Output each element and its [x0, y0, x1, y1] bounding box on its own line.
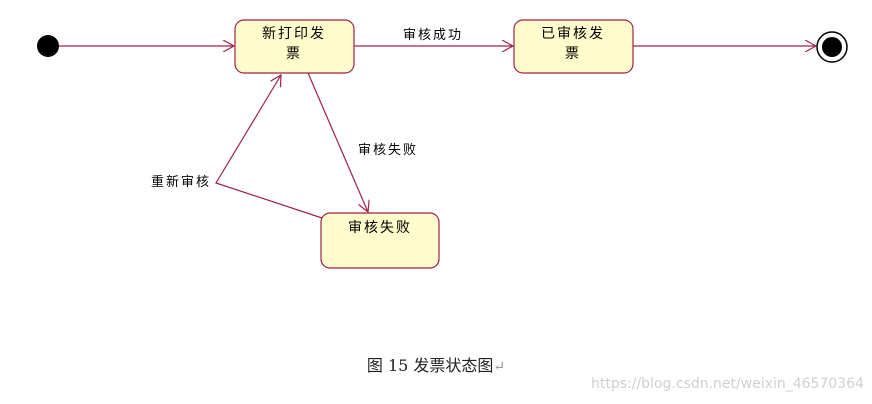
state-approved-line2: 票 — [565, 46, 581, 62]
caption-text: 图 15 发票状态图 — [366, 356, 494, 375]
edge-label-approve-fail: 审核失败 — [358, 143, 418, 158]
figure-caption: 图 15 发票状态图↵ — [0, 352, 872, 376]
state-review-failed: 审核失败 — [320, 212, 440, 269]
state-new-invoice-line2: 票 — [286, 46, 302, 62]
edge-new-to-failed — [307, 72, 368, 212]
watermark: https://blog.csdn.net/weixin_46570364 — [590, 376, 864, 392]
initial-node — [37, 35, 59, 57]
state-diagram: 新打印发 票 已审核发 票 审核失败 审核成功 审核失败 重新审核 — [37, 19, 848, 269]
state-approved-invoice: 已审核发 票 — [513, 19, 634, 74]
edge-label-re-review: 重新审核 — [151, 174, 211, 190]
edge-label-approve-success: 审核成功 — [403, 28, 463, 43]
state-approved-line1: 已审核发 — [541, 26, 605, 42]
paragraph-mark-icon: ↵ — [493, 359, 506, 375]
final-node-core — [822, 37, 842, 57]
state-new-invoice-line1: 新打印发 — [262, 25, 326, 42]
state-new-invoice: 新打印发 票 — [234, 19, 355, 74]
edge-failed-to-new — [215, 75, 323, 219]
state-failed-line1: 审核失败 — [348, 220, 412, 236]
